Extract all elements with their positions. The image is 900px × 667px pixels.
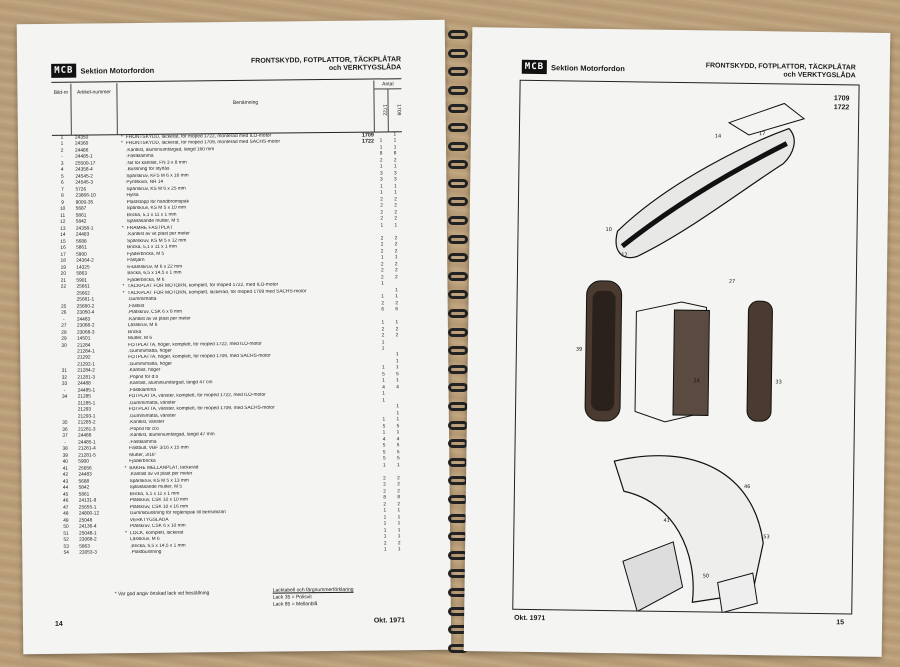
model-tag <box>366 548 378 555</box>
svg-text:41: 41 <box>663 518 669 524</box>
rubber-mat-drawing <box>672 309 710 416</box>
page-number-left: 14 <box>54 620 63 628</box>
binding-ring <box>448 290 468 300</box>
svg-text:50: 50 <box>703 573 709 579</box>
date-right: Okt. 1971 <box>514 614 546 623</box>
mcb-logo: MCB Sektion Motorfordon <box>51 63 154 78</box>
binding-ring <box>448 402 468 411</box>
col-antal-group: Antal 1722 1709 <box>373 80 402 132</box>
callout-numbers: 14 17 10 12 39 24 27 33 41 46 53 50 <box>576 131 782 579</box>
binding-ring <box>448 197 468 207</box>
col-1722: 1722 <box>374 89 389 132</box>
binding-ring <box>448 383 468 393</box>
title-line-2: och VERKTYGSLÅDA <box>328 64 402 73</box>
svg-text:46: 46 <box>744 484 750 490</box>
front-shield-drawing <box>615 127 795 259</box>
page-number-right: 15 <box>836 619 845 627</box>
binding-ring <box>448 104 468 114</box>
right-page: MCB Sektion Motorfordon FRONTSKYDD, FOTP… <box>463 27 891 657</box>
binding-ring <box>448 271 468 281</box>
svg-text:27: 27 <box>729 279 735 285</box>
mcb-logo-right: MCB Sektion Motorfordon <box>521 59 625 75</box>
logo-mark: MCB <box>51 63 77 78</box>
binding-ring <box>448 30 468 39</box>
binding-ring <box>448 327 468 337</box>
date-left: Okt. 1971 <box>373 617 406 625</box>
svg-text:12: 12 <box>621 252 627 258</box>
binding-ring <box>448 253 468 263</box>
left-page: MCB Sektion Motorfordon FRONTSKYDD, FOTP… <box>16 19 452 655</box>
toolbox-drawing <box>622 541 684 613</box>
benamning: .Plastbussning <box>130 549 162 556</box>
col-1709: 1709 <box>395 104 402 116</box>
binding-ring <box>448 346 468 356</box>
col-bild-nr: Bild-nr <box>51 83 72 135</box>
paint-table-title: Lacktabell och färgnummerförklaring <box>272 586 354 594</box>
svg-text:10: 10 <box>606 227 612 233</box>
table-header: Bild-nr Artikel-nummer Benämning Antal 1… <box>51 80 402 136</box>
svg-text:39: 39 <box>576 347 582 353</box>
toolbox-lid-drawing <box>717 572 758 614</box>
binding-ring <box>448 141 468 151</box>
qty-1709: 1 <box>397 547 401 553</box>
front-shield-trim <box>620 141 788 249</box>
artikel-nummer: 23053-3 <box>79 550 97 556</box>
binding-ring <box>448 85 468 95</box>
parts-table: Bild-nr Artikel-nummer Benämning Antal 1… <box>51 80 406 557</box>
section-label: Sektion Motorfordon <box>80 65 155 76</box>
bild-nr: 54 <box>63 550 69 556</box>
rear-panel-drawing <box>613 455 764 603</box>
binding-ring <box>448 420 468 430</box>
svg-text:24: 24 <box>693 378 699 384</box>
svg-text:17: 17 <box>759 131 765 137</box>
binding-ring <box>448 439 468 449</box>
binding-ring <box>448 457 468 467</box>
svg-text:14: 14 <box>715 134 721 140</box>
binding-ring <box>448 160 468 170</box>
svg-text:53: 53 <box>763 534 769 540</box>
logo-mark-right: MCB <box>521 59 548 75</box>
front-bracket-drawing <box>727 102 806 136</box>
spiral-binding <box>446 20 470 660</box>
section-label-right: Sektion Motorfordon <box>551 62 625 73</box>
paint-entry-2: Lack 85 = Mellanblå <box>272 601 318 608</box>
page-title: FRONTSKYDD, FOTPLATTOR, TÄCKPLÅTAR och V… <box>251 56 401 74</box>
title-line-2-right: och VERKTYGSLÅDA <box>783 71 856 80</box>
binding-ring <box>448 123 468 132</box>
right-footplate-drawing <box>746 300 773 422</box>
col-artikel-nummer: Artikel-nummer <box>71 83 118 135</box>
binding-ring <box>448 67 468 77</box>
page-title-right: FRONTSKYDD, FOTPLATTOR, TÄCKPLÅTAR och V… <box>706 62 856 80</box>
order-footnote: * Var god angiv önskad lack vid beställn… <box>114 590 210 598</box>
binding-ring <box>448 364 468 374</box>
svg-text:33: 33 <box>775 379 781 385</box>
binding-ring <box>448 234 468 244</box>
col-benamning: Benämning <box>232 99 259 106</box>
qty-1722: 1 <box>383 547 387 553</box>
paint-marker <box>122 550 130 557</box>
binding-ring <box>448 48 468 58</box>
paint-table: Lacktabell och färgnummerförklaring Lack… <box>273 587 354 609</box>
binding-ring <box>448 309 468 318</box>
col-antal: Antal <box>374 80 402 90</box>
binding-ring <box>448 178 468 188</box>
binding-ring <box>448 216 468 225</box>
exploded-parts-diagram: 14 17 10 12 39 24 27 33 41 46 53 50 <box>576 102 806 614</box>
